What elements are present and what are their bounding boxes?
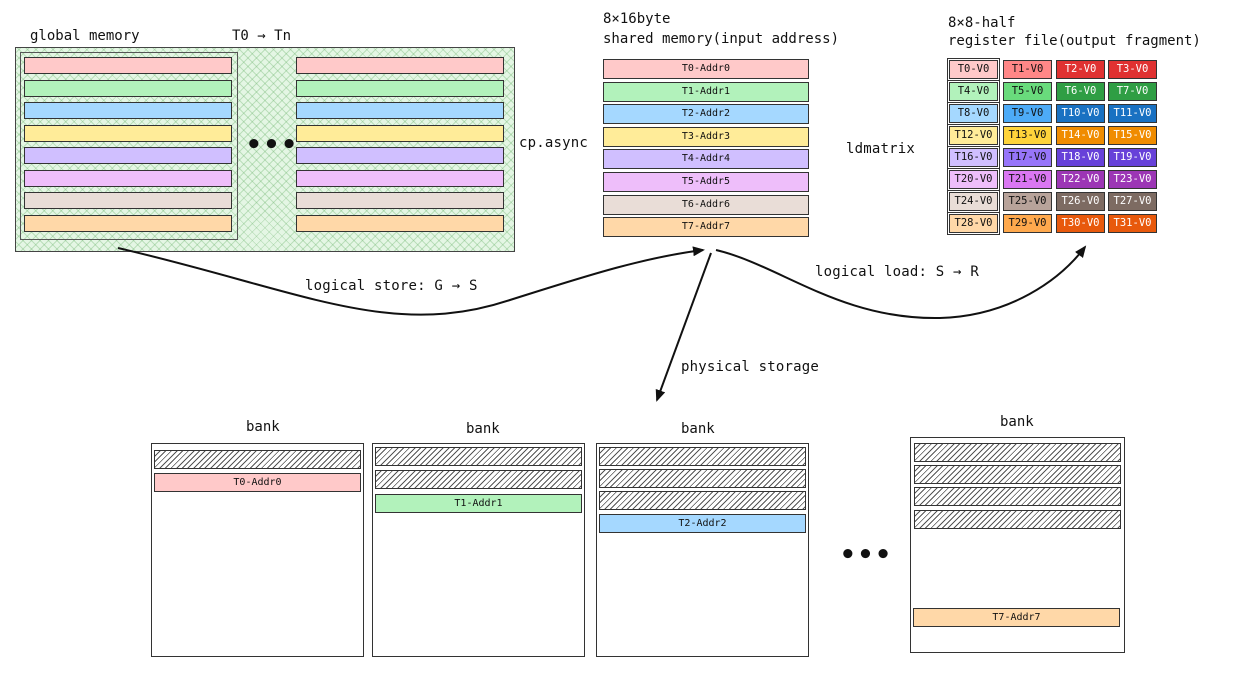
register-cell: T11-V0	[1108, 104, 1157, 123]
global-memory-row	[296, 169, 504, 187]
global-memory-row	[24, 192, 232, 209]
register-cell: T26-V0	[1056, 192, 1105, 211]
register-cell: T0-V0	[947, 58, 1000, 81]
physical-storage-label: physical storage	[681, 359, 820, 375]
register-cell: T30-V0	[1056, 214, 1105, 233]
global-memory-row	[24, 169, 232, 187]
bank-n-hatch-4	[914, 510, 1121, 529]
register-cell: T19-V0	[1108, 148, 1157, 167]
physical-storage-arrow	[655, 252, 712, 402]
bank-0-addr: T0-Addr0	[154, 473, 361, 492]
register-cell: T24-V0	[947, 190, 1000, 213]
logical-load-arrow	[715, 245, 1087, 320]
bank-2: T2-Addr2	[596, 443, 809, 657]
register-cell: T31-V0	[1108, 214, 1157, 233]
register-cell: T21-V0	[1003, 170, 1052, 189]
shared-memory-row: T0-Addr0	[603, 59, 809, 79]
register-cell: T13-V0	[1003, 126, 1052, 145]
bank-1-label: bank	[466, 421, 500, 437]
register-cell: T17-V0	[1003, 148, 1052, 167]
global-memory-row	[296, 57, 504, 74]
register-cell: T10-V0	[1056, 104, 1105, 123]
register-cell: T7-V0	[1108, 82, 1157, 101]
bank-n-hatch-3	[914, 487, 1121, 506]
register-cell: T5-V0	[1003, 82, 1052, 101]
bank-n-hatch-1	[914, 443, 1121, 462]
shared-memory-row: T3-Addr3	[603, 126, 809, 147]
register-cell: T20-V0	[947, 168, 1000, 191]
global-memory-row	[24, 124, 232, 142]
thread-range-label: T0 → Tn	[232, 28, 292, 44]
global-memory-row	[24, 147, 232, 164]
banks-ellipsis: •••	[840, 540, 893, 570]
logical-load-label: logical load: S → R	[815, 264, 979, 280]
register-cell: T3-V0	[1108, 60, 1157, 79]
bank-n-label: bank	[1000, 414, 1034, 430]
shared-memory-row: T5-Addr5	[603, 172, 809, 192]
bank-2-hatch-1	[599, 447, 806, 466]
register-cell: T2-V0	[1056, 60, 1105, 79]
register-cell: T8-V0	[947, 102, 1000, 125]
shared-memory-row: T6-Addr6	[603, 194, 809, 215]
bank-1-addr: T1-Addr1	[375, 494, 582, 513]
bank-2-hatch-3	[599, 491, 806, 510]
shared-memory-title-size: 8×16byte	[603, 11, 671, 27]
shared-memory-title: shared memory(input address)	[603, 31, 840, 47]
register-cell: T16-V0	[947, 146, 1000, 169]
register-file-title: register file(output fragment)	[948, 33, 1201, 49]
global-memory-title: global memory	[30, 28, 140, 44]
logical-store-label: logical store: G → S	[305, 278, 478, 294]
bank-2-addr: T2-Addr2	[599, 514, 806, 533]
register-file-title-size: 8×8-half	[948, 15, 1016, 31]
global-memory-row	[296, 192, 504, 209]
bank-n-hatch-2	[914, 465, 1121, 484]
bank-2-hatch-2	[599, 469, 806, 488]
shared-memory-row: T7-Addr7	[603, 217, 809, 238]
bank-1-hatch-2	[375, 470, 582, 489]
bank-n-addr: T7-Addr7	[913, 608, 1120, 627]
register-cell: T23-V0	[1108, 170, 1157, 189]
global-memory-row	[296, 147, 504, 164]
register-cell: T25-V0	[1003, 192, 1052, 211]
global-memory-row	[296, 214, 504, 232]
bank-2-label: bank	[681, 421, 715, 437]
register-cell: T15-V0	[1108, 126, 1157, 145]
global-memory-row	[24, 102, 232, 119]
register-cell: T6-V0	[1056, 82, 1105, 101]
register-cell: T4-V0	[947, 80, 1000, 103]
shared-memory-row: T4-Addr4	[603, 149, 809, 170]
bank-0-hatch-1	[154, 450, 361, 469]
bank-0: T0-Addr0	[151, 443, 364, 657]
register-cell: T14-V0	[1056, 126, 1105, 145]
global-memory-panel	[15, 47, 515, 252]
global-memory-row	[296, 102, 504, 119]
bank-0-label: bank	[246, 419, 280, 435]
register-cell: T9-V0	[1003, 104, 1052, 123]
bank-1: T1-Addr1	[372, 443, 585, 657]
logical-store-arrow	[117, 246, 705, 316]
bank-n: T7-Addr7	[910, 437, 1125, 653]
global-memory-row	[296, 79, 504, 97]
cp-async-label: cp.async	[519, 135, 589, 151]
register-cell: T1-V0	[1003, 60, 1052, 79]
shared-memory-row: T2-Addr2	[603, 104, 809, 125]
register-cell: T28-V0	[947, 212, 1000, 235]
register-cell: T22-V0	[1056, 170, 1105, 189]
global-memory-row	[24, 57, 232, 74]
global-memory-inner-block-left	[20, 52, 238, 240]
global-memory-row	[296, 124, 504, 142]
shared-memory-row: T1-Addr1	[603, 81, 809, 102]
register-cell: T27-V0	[1108, 192, 1157, 211]
global-memory-row	[24, 214, 232, 232]
global-memory-ellipsis: •••	[246, 130, 299, 160]
bank-1-hatch-1	[375, 447, 582, 466]
register-cell: T18-V0	[1056, 148, 1105, 167]
global-memory-row	[24, 79, 232, 97]
register-cell: T29-V0	[1003, 214, 1052, 233]
register-cell: T12-V0	[947, 124, 1000, 147]
ldmatrix-label: ldmatrix	[846, 141, 916, 157]
